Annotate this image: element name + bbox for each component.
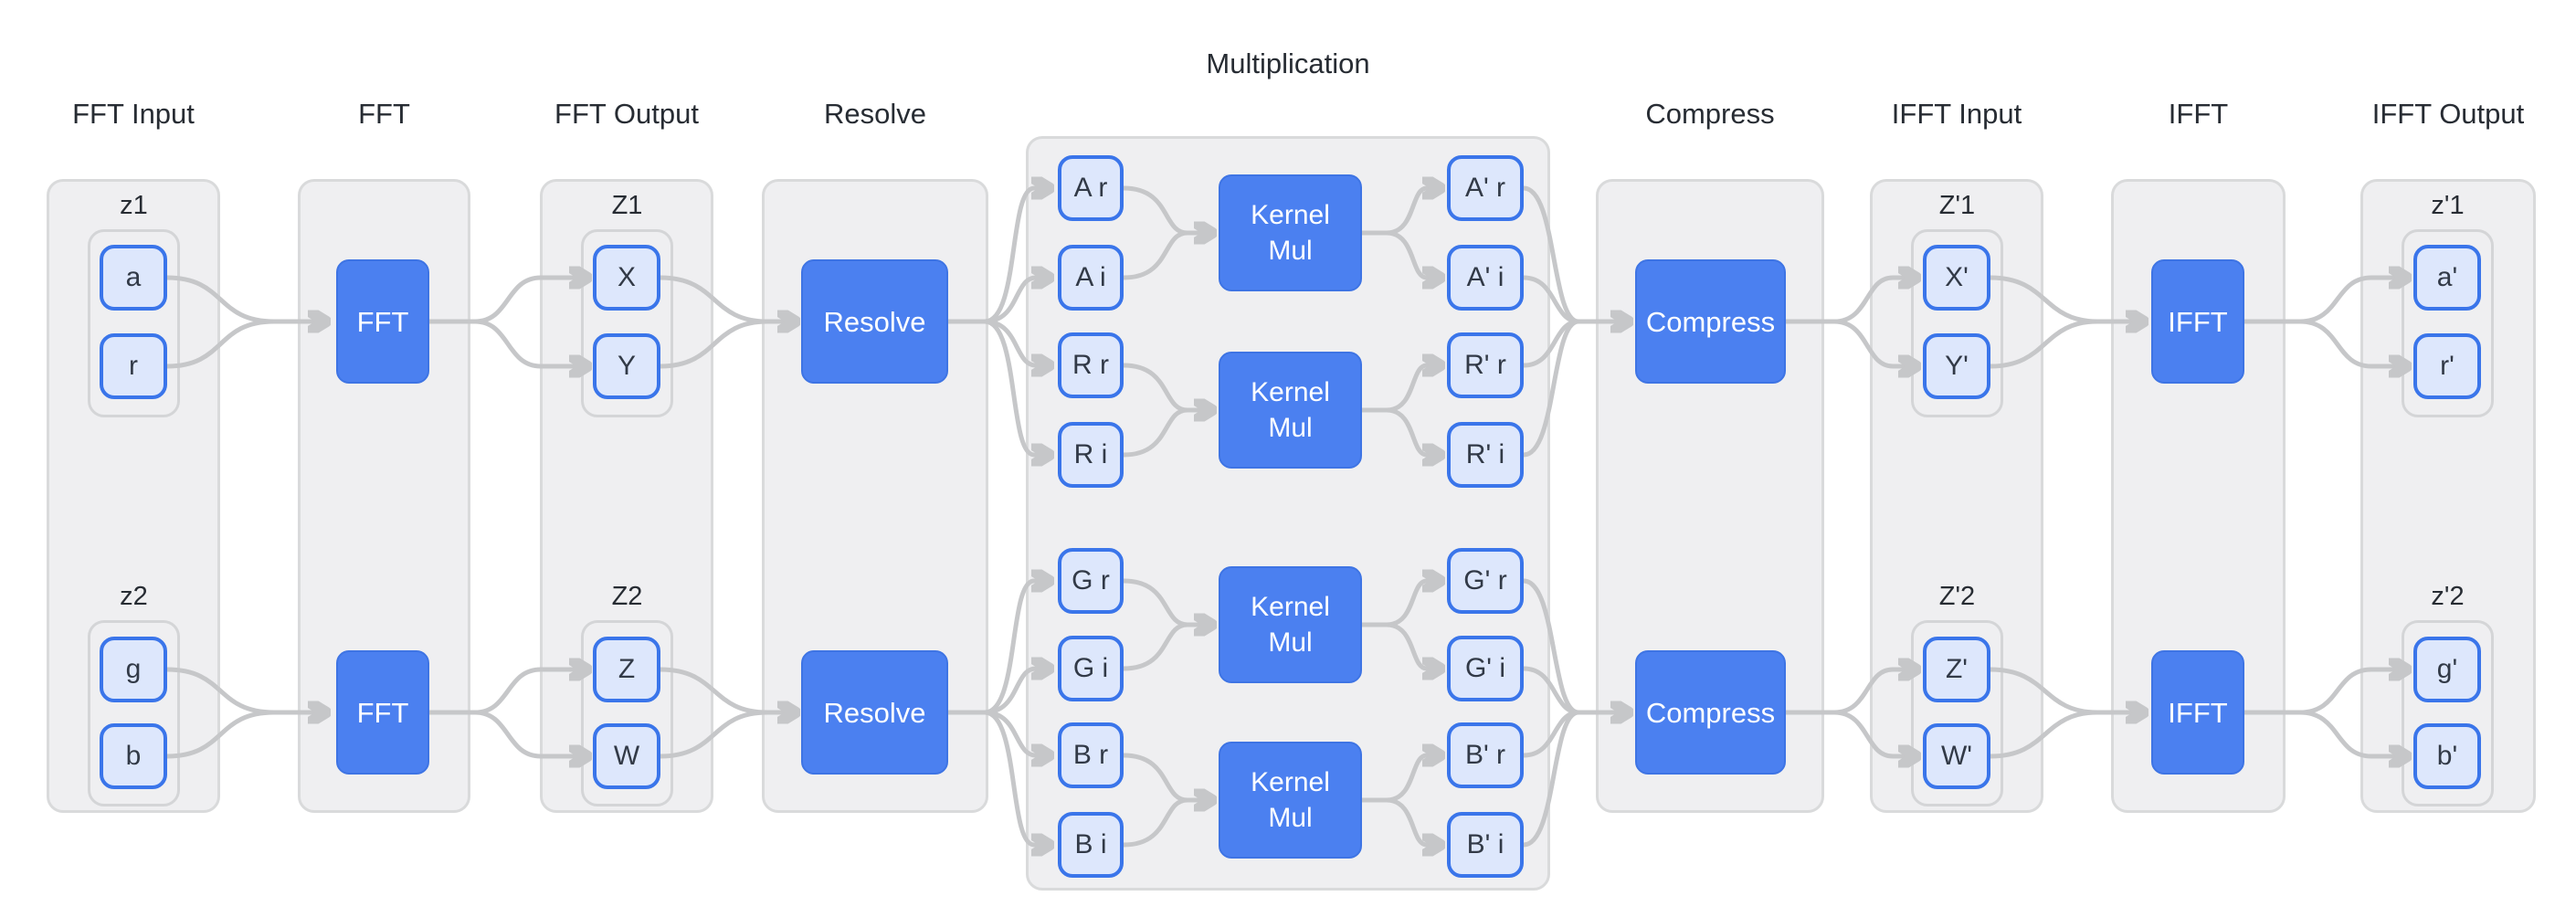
edges-Z2-to-resolve bbox=[658, 667, 791, 759]
block-kernel-mul-1: Kernel Mul bbox=[1219, 174, 1362, 291]
node-Br: B r bbox=[1058, 722, 1124, 788]
node-Gi: G i bbox=[1058, 636, 1124, 701]
column-header-ifft: IFFT bbox=[2168, 98, 2229, 130]
group-Zp1 bbox=[1911, 229, 2003, 417]
node-Ri: R i bbox=[1058, 422, 1124, 488]
node-Y: Y bbox=[593, 333, 660, 399]
edges-to-kernel-mul-4 bbox=[1121, 753, 1208, 848]
edges-Z1-to-resolve bbox=[658, 275, 791, 369]
node-Gpi: G' i bbox=[1447, 636, 1524, 701]
group-label-z2: z2 bbox=[120, 582, 148, 611]
node-Rr: R r bbox=[1058, 332, 1124, 398]
column-header-compress: Compress bbox=[1645, 98, 1775, 130]
node-Api: A' i bbox=[1447, 245, 1524, 311]
block-kernel-mul-4: Kernel Mul bbox=[1219, 742, 1362, 859]
block-fft-1: FFT bbox=[336, 259, 429, 384]
block-resolve-2: Resolve bbox=[801, 650, 948, 775]
column-header-ifft-output: IFFT Output bbox=[2371, 98, 2525, 130]
edges-Zp1-to-ifft bbox=[1988, 275, 2139, 369]
group-label-Z2: Z2 bbox=[611, 582, 643, 611]
node-Bpi: B' i bbox=[1447, 812, 1524, 878]
node-Yp: Y' bbox=[1923, 333, 1990, 399]
edges-Zp2-to-ifft bbox=[1988, 667, 2139, 759]
block-kernel-mul-3: Kernel Mul bbox=[1219, 566, 1362, 683]
group-zp1 bbox=[2402, 229, 2494, 417]
node-Ar: A r bbox=[1058, 155, 1124, 221]
node-Z: Z bbox=[593, 637, 660, 702]
node-r: r bbox=[100, 333, 167, 399]
block-compress-2: Compress bbox=[1635, 650, 1786, 775]
node-Rpi: R' i bbox=[1447, 422, 1524, 488]
edges-compress-to-Zp1 bbox=[1783, 278, 1912, 366]
edges-mult-outputs-to-compress-2 bbox=[1521, 578, 1624, 848]
edges-kernel-mul-2-out bbox=[1359, 365, 1436, 455]
column-header-fft: FFT bbox=[358, 98, 410, 130]
node-rp: r' bbox=[2413, 333, 2481, 399]
block-ifft-1: IFFT bbox=[2151, 259, 2244, 384]
node-a: a bbox=[100, 245, 167, 311]
edges-resolve-to-mult-inputs-1 bbox=[945, 188, 1045, 455]
edges-kernel-mul-1-out bbox=[1359, 188, 1436, 278]
edges-z2-to-fft bbox=[164, 667, 322, 759]
edges-to-kernel-mul-3 bbox=[1121, 578, 1208, 671]
node-Ai: A i bbox=[1058, 245, 1124, 311]
node-ap: a' bbox=[2413, 245, 2481, 311]
node-Gr: G r bbox=[1058, 548, 1124, 614]
group-zp2 bbox=[2402, 620, 2494, 806]
edges-ifft-to-zp2 bbox=[2242, 669, 2402, 756]
node-Xp: X' bbox=[1923, 245, 1990, 311]
node-Wp: W' bbox=[1923, 723, 1990, 789]
block-fft-2: FFT bbox=[336, 650, 429, 775]
node-gp: g' bbox=[2413, 637, 2481, 702]
node-Zp: Z' bbox=[1923, 637, 1990, 702]
edges-kernel-mul-4-out bbox=[1359, 755, 1436, 845]
edges-fft-to-Z1 bbox=[427, 278, 583, 366]
column-header-ifft-input: IFFT Input bbox=[1891, 98, 2022, 130]
group-label-zp1: z'1 bbox=[2431, 191, 2465, 220]
node-Apr: A' r bbox=[1447, 155, 1524, 221]
edges-fft-to-Z2 bbox=[427, 669, 583, 756]
node-Gpr: G' r bbox=[1447, 548, 1524, 614]
edges-to-kernel-mul-2 bbox=[1121, 363, 1208, 458]
group-label-Zp1: Z'1 bbox=[1938, 191, 1976, 220]
group-Zp2 bbox=[1911, 620, 2003, 806]
group-z2 bbox=[88, 620, 180, 806]
edges-ifft-to-zp1 bbox=[2242, 278, 2402, 366]
block-ifft-2: IFFT bbox=[2151, 650, 2244, 775]
edges-z1-to-fft bbox=[164, 275, 322, 369]
node-W: W bbox=[593, 723, 660, 789]
group-label-Z1: Z1 bbox=[611, 191, 643, 220]
block-resolve-1: Resolve bbox=[801, 259, 948, 384]
node-Bi: B i bbox=[1058, 812, 1124, 878]
edges-kernel-mul-3-out bbox=[1359, 581, 1436, 669]
node-bp: b' bbox=[2413, 723, 2481, 789]
group-label-zp2: z'2 bbox=[2431, 582, 2465, 611]
group-Z1 bbox=[581, 229, 673, 417]
edges-to-kernel-mul-1 bbox=[1121, 185, 1208, 280]
group-label-Zp2: Z'2 bbox=[1938, 582, 1976, 611]
edges-compress-to-Zp2 bbox=[1783, 669, 1912, 756]
group-z1 bbox=[88, 229, 180, 417]
edges-resolve-to-mult-inputs-2 bbox=[945, 581, 1045, 845]
block-kernel-mul-2: Kernel Mul bbox=[1219, 352, 1362, 469]
group-Z2 bbox=[581, 620, 673, 806]
node-Rpr: R' r bbox=[1447, 332, 1524, 398]
column-header-resolve: Resolve bbox=[824, 98, 926, 130]
block-compress-1: Compress bbox=[1635, 259, 1786, 384]
column-header-multiplication: Multiplication bbox=[1206, 47, 1370, 79]
group-label-z1: z1 bbox=[120, 191, 148, 220]
node-b: b bbox=[100, 723, 167, 789]
column-header-fft-output: FFT Output bbox=[554, 98, 699, 130]
node-X: X bbox=[593, 245, 660, 311]
node-Bpr: B' r bbox=[1447, 722, 1524, 788]
column-header-fft-input: FFT Input bbox=[72, 98, 195, 130]
edges-mult-outputs-to-compress-1 bbox=[1521, 185, 1624, 458]
node-g: g bbox=[100, 637, 167, 702]
